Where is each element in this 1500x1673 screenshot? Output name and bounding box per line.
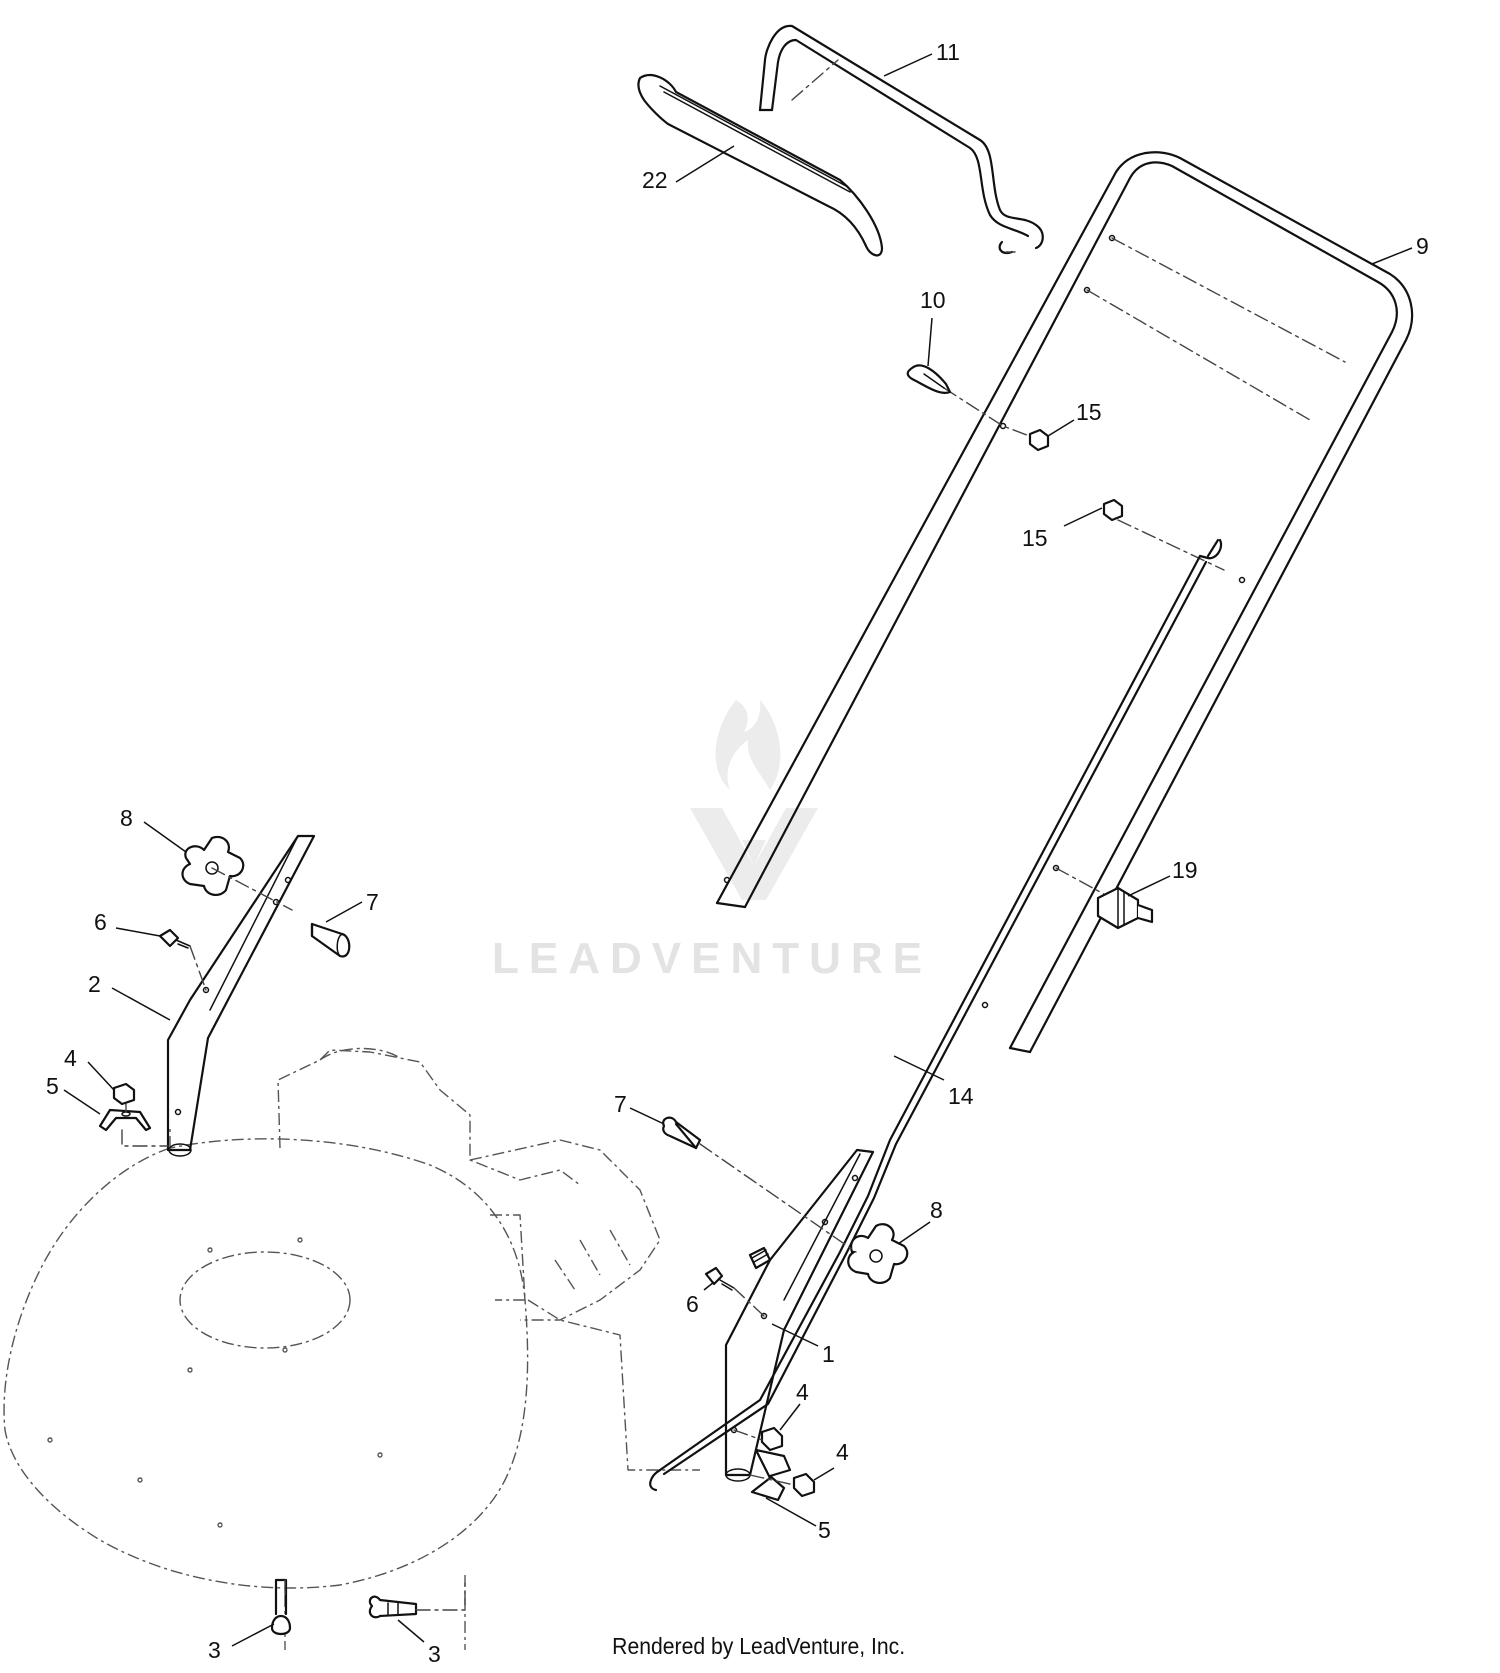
callout-4-right-upper: 4 [796,1379,809,1405]
part-10-clip [906,364,952,394]
part-22-bail-cover [637,74,884,257]
part-11-bail [758,24,1044,255]
part-9-upper-handle [715,151,1414,1054]
part-6-screw-left [158,928,191,949]
callout-3-left: 3 [208,1637,221,1663]
render-credit: Rendered by LeadVenture, Inc. [612,1633,906,1659]
part-4-nut-left [112,1082,136,1106]
part-3-bolt-left [270,1578,292,1636]
part-8-knob-right [847,1223,909,1284]
callout-8-left: 8 [120,805,133,831]
mower-deck-phantom [3,1047,700,1650]
callout-7-right: 7 [614,1091,627,1117]
callout-11: 11 [936,39,960,65]
callout-labels: 11 22 9 10 15 15 19 8 7 6 2 4 5 14 7 8 6… [46,39,1429,1667]
callout-15-lower: 15 [1022,525,1048,551]
part-14-control-cable [649,538,1223,1492]
callout-9: 9 [1416,233,1429,259]
callout-6-left: 6 [94,909,107,935]
callout-7-left: 7 [366,889,379,915]
part-7-bolt-left [310,922,351,958]
part-15-nut-upper [1028,428,1050,452]
watermark: LEADVENTURE [492,700,932,983]
callout-leaders [63,53,1413,1647]
part-1-lower-handle-right [724,1148,875,1482]
callout-2: 2 [88,971,101,997]
callout-4-left: 4 [64,1045,77,1071]
part-3-bolt-right [368,1595,418,1619]
part-2-lower-handle-left [166,834,316,1157]
part-7-bolt-right [662,1116,702,1150]
watermark-text: LEADVENTURE [492,934,932,983]
callout-8-right: 8 [930,1197,943,1223]
assembly-lines-lower [121,867,857,1611]
part-5-bracket-left [98,1108,152,1132]
callout-22: 22 [642,167,668,193]
part-6-screw-right [704,1266,735,1291]
part-5-bracket-right [750,1448,792,1502]
watermark-logo [690,700,818,900]
callout-5-right: 5 [818,1517,831,1543]
callout-15-upper: 15 [1076,399,1102,425]
callout-19: 19 [1172,857,1198,883]
callout-5-left: 5 [46,1073,59,1099]
callout-10: 10 [920,287,946,313]
part-4-nut-right-upper [760,1426,784,1452]
assembly-lines-upper [791,59,1346,906]
part-8-knob-left [181,835,245,896]
part-19-cable-clip [1096,886,1154,930]
callout-3-right: 3 [428,1641,441,1667]
callout-1: 1 [822,1341,835,1367]
part-4-nut-right-lower [792,1472,816,1498]
part-15-nut-lower [1102,498,1124,522]
callout-14: 14 [948,1083,974,1109]
callout-4-right-lower: 4 [836,1439,849,1465]
callout-6-right: 6 [686,1291,699,1317]
